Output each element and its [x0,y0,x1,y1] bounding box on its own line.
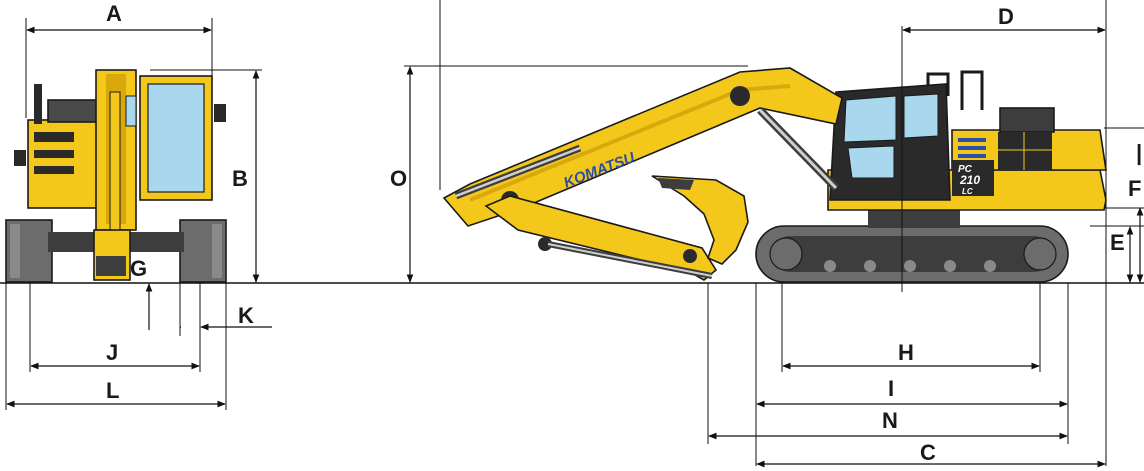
side-cab-window-front [843,95,897,143]
dim-label-H: H [898,340,914,365]
side-cab-window-side [903,93,939,139]
dim-label-G: G [130,256,147,281]
dim-label-J: J [106,340,118,365]
model-text-lc: LC [962,187,973,196]
dim-label-F: F [1128,176,1141,201]
dim-label-I: I [888,376,894,401]
side-dimensions: O D F | E H I N C [390,0,1144,468]
model-text-210: 210 [959,173,980,187]
front-view [5,69,227,283]
side-bucket [651,175,749,265]
side-boom [442,67,843,227]
front-dimensions: A B G K J L [5,1,272,410]
dim-label-A: A [106,1,122,26]
side-view: PC 210 LC KOMATSU [442,67,1107,283]
dim-label-O: O [390,166,407,191]
svg-text:|: | [1136,140,1142,165]
dim-label-E: E [1110,230,1125,255]
dim-label-L: L [106,378,119,403]
dim-label-B: B [232,166,248,191]
dim-label-N: N [882,408,898,433]
front-cab-window [147,83,205,193]
dim-label-C: C [920,440,936,465]
model-text-pc: PC [958,164,973,175]
dim-label-K: K [238,303,254,328]
dim-label-D: D [998,4,1014,29]
